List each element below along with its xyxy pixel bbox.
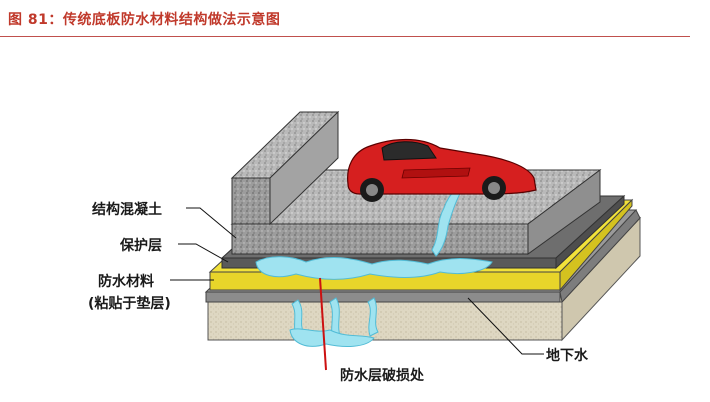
label-groundwater: 地下水 [546,348,588,364]
figure-title: 图 81：传统底板防水材料结构做法示意图 [8,12,281,28]
label-breach: 防水层破损处 [340,368,424,384]
label-protective-layer: 保护层 [120,238,162,254]
label-structural-concrete: 结构混凝土 [92,202,162,218]
concrete-beam [230,110,340,226]
label-waterproof-material: 防水材料 [98,274,154,290]
figure-header: 图 81：传统底板防水材料结构做法示意图 [0,0,690,37]
leader-lines [170,207,544,355]
car-icon [347,138,537,202]
breach-indicator-line [319,277,327,371]
water-seepage [255,185,493,347]
label-waterproof-material-note: (粘贴于垫层) [88,296,171,312]
